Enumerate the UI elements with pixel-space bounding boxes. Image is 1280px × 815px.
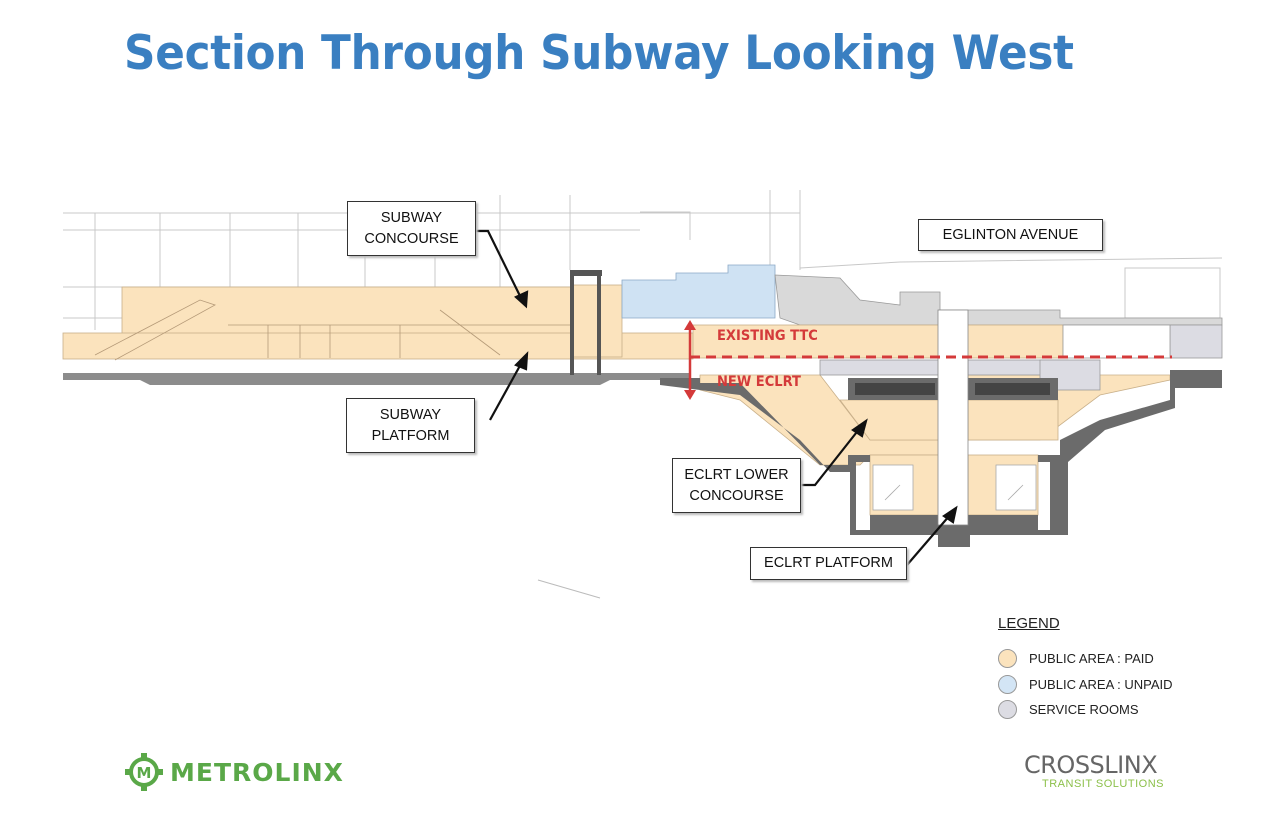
escalators	[94, 299, 570, 361]
paid-swatch-icon	[998, 649, 1017, 669]
callout-subway-concourse: SUBWAY CONCOURSE	[347, 201, 476, 256]
elevator-shaft	[937, 309, 969, 526]
unpaid-swatch-icon	[998, 674, 1017, 694]
legend-item-unpaid: PUBLIC AREA : UNPAID	[998, 672, 1173, 698]
label-existing-ttc: EXISTING TTC	[717, 328, 818, 344]
trains	[872, 464, 1037, 511]
callout-leaders	[476, 229, 958, 566]
ceiling-beams	[855, 383, 1050, 395]
metrolinx-wordmark: METROLINX	[170, 757, 344, 787]
label-new-eclrt: NEW ECLRT	[717, 374, 801, 390]
legend-title: LEGEND	[998, 615, 1060, 632]
metrolinx-logo: M METROLINX	[124, 752, 344, 792]
legend-label: PUBLIC AREA : PAID	[1029, 651, 1154, 667]
crosslinx-tagline: TRANSIT SOLUTIONS	[1042, 778, 1164, 790]
callout-eglinton-avenue: EGLINTON AVENUE	[918, 219, 1103, 251]
service-swatch-icon	[998, 700, 1017, 720]
legend-label: PUBLIC AREA : UNPAID	[1029, 676, 1173, 692]
legend: LEGEND PUBLIC AREA : PAID PUBLIC AREA : …	[998, 615, 1173, 723]
level-arrow	[684, 320, 696, 400]
crosslinx-wordmark: CROSSLINX	[1024, 751, 1158, 779]
stray-line	[537, 579, 601, 599]
metrolinx-emblem-icon: M	[125, 753, 163, 791]
page-title: Section Through Subway Looking West	[124, 26, 1074, 81]
legend-item-paid: PUBLIC AREA : PAID	[998, 646, 1173, 672]
callout-subway-platform: SUBWAY PLATFORM	[346, 398, 475, 453]
crosslinx-logo: CROSSLINX TRANSIT SOLUTIONS	[1024, 752, 1164, 790]
service-rooms	[819, 324, 1223, 391]
subway-slab	[63, 270, 690, 385]
callout-eclrt-platform: ECLRT PLATFORM	[750, 547, 907, 580]
svg-text:M: M	[137, 764, 152, 782]
legend-label: SERVICE ROOMS	[1029, 702, 1139, 718]
callout-eclrt-lower-concourse: ECLRT LOWER CONCOURSE	[672, 458, 801, 513]
legend-item-service: SERVICE ROOMS	[998, 697, 1173, 723]
unpaid-area	[621, 264, 776, 319]
